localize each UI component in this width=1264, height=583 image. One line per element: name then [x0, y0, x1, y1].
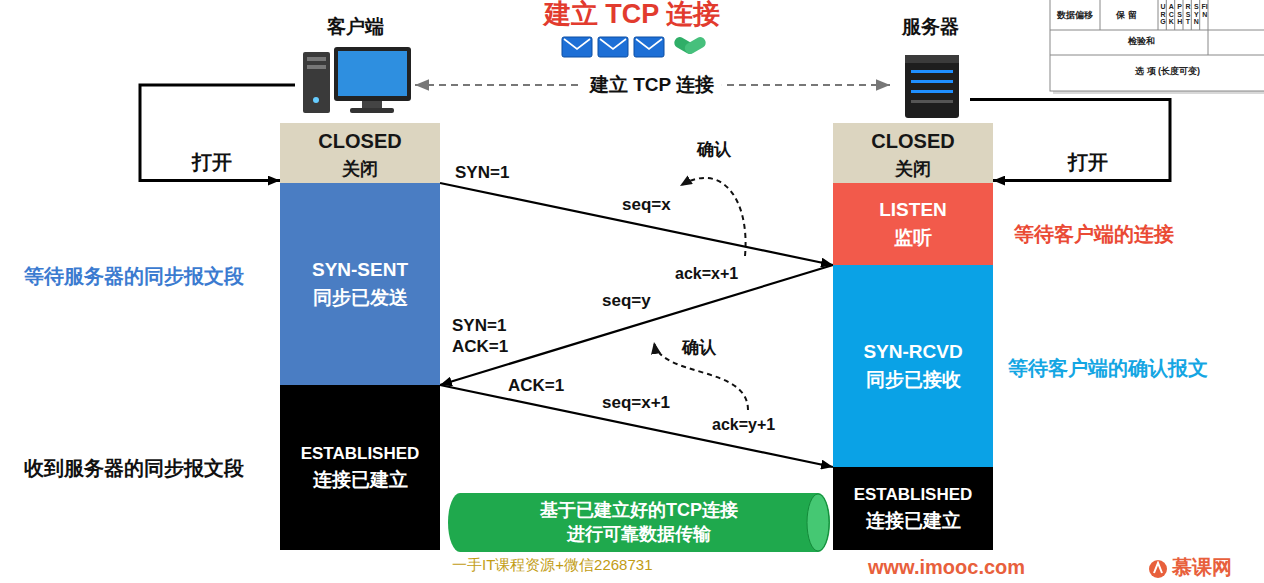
diagram-title: 建立 TCP 连接: [544, 0, 721, 30]
segment-flag: SYN=1: [455, 163, 509, 183]
message-arrow: [440, 385, 833, 467]
message-arrow: [970, 100, 1170, 181]
state-box: LISTEN 监听: [833, 183, 993, 265]
box-heading: ESTABLISHED: [854, 484, 973, 505]
message-arrow: [140, 85, 295, 181]
ack-number: ack=x+1: [675, 264, 738, 283]
server-icon: [905, 55, 959, 118]
header-cell: 数据偏移: [1057, 10, 1093, 21]
state-note: 等待客户端的确认报文: [1008, 356, 1208, 380]
box-subtitle: 连接已建立: [866, 509, 961, 533]
header-cell: 保 留: [1116, 10, 1137, 21]
confirm-note: 确认: [682, 338, 716, 358]
box-subtitle: 关闭: [342, 158, 378, 181]
imooc-logo: [1149, 560, 1167, 578]
ack-number: ack=y+1: [712, 415, 775, 434]
box-subtitle: 关闭: [895, 158, 931, 181]
edge-label: 打开: [1066, 150, 1110, 174]
watermark: 慕课网: [1172, 555, 1232, 579]
header-flag: URG: [1160, 3, 1167, 26]
data-transfer-pipe: 基于已建立好的TCP连接 进行可靠数据传输: [448, 493, 830, 552]
header-flag: RST: [1185, 3, 1192, 26]
client-computer: 客户端: [295, 15, 415, 118]
handshake-icon: [672, 35, 707, 56]
state-note: 等待服务器的同步报文段: [24, 264, 244, 288]
box-heading: CLOSED: [871, 129, 954, 154]
message-arrow: [440, 183, 833, 265]
header-flag: FIN: [1201, 3, 1208, 18]
box-subtitle: 监听: [894, 226, 932, 250]
confirm-note: 确认: [697, 140, 731, 160]
watermark: 一手IT课程资源+微信2268731: [452, 556, 653, 574]
state-box: CLOSED 关闭: [280, 123, 440, 187]
state-note: 收到服务器的同步报文段: [24, 456, 244, 480]
box-heading: SYN-SENT: [312, 258, 408, 282]
box-heading: LISTEN: [879, 198, 947, 222]
box-heading: 基于已建立好的TCP连接 进行可靠数据传输: [540, 499, 738, 546]
segment-flag: SYN=1: [452, 316, 506, 336]
tcp-header-thumbnail: [1050, 0, 1264, 94]
state-box: CLOSED 关闭: [833, 123, 993, 187]
header-flag: ACK: [1168, 3, 1175, 26]
header-flag: PSH: [1176, 3, 1183, 26]
computer-icon: [303, 47, 411, 113]
edge-label: seq=y: [600, 291, 653, 311]
box-heading: ESTABLISHED: [301, 443, 420, 464]
server-machine: 服务器: [890, 15, 970, 118]
pipe-body: [448, 493, 830, 552]
edge-label: seq=x: [620, 195, 673, 215]
header-cell: 选 项 (长度可变): [1135, 66, 1200, 77]
segment-flag: ACK=1: [508, 376, 564, 396]
watermark: www.imooc.com: [868, 555, 1025, 579]
box-heading: CLOSED: [318, 129, 401, 154]
segment-flag: ACK=1: [452, 337, 508, 357]
box-subtitle: 同步已发送: [313, 286, 408, 310]
pipe-end: [807, 494, 829, 551]
box-subtitle: 连接已建立: [313, 468, 408, 492]
state-box: ESTABLISHED 连接已建立: [833, 467, 993, 550]
state-box: ESTABLISHED 连接已建立: [280, 385, 440, 550]
header-flag: SYN: [1193, 3, 1200, 26]
edge-label: seq=x+1: [600, 393, 672, 413]
edge-label: 建立 TCP 连接: [582, 74, 722, 97]
box-subtitle: 同步已接收: [866, 368, 961, 392]
envelope-icons: [562, 37, 664, 57]
state-box: SYN-RCVD 同步已接收: [833, 265, 993, 467]
box-heading: 客户端: [327, 15, 384, 39]
edge-label: 打开: [190, 150, 234, 174]
box-heading: SYN-RCVD: [863, 340, 962, 364]
state-note: 等待客户端的连接: [1014, 222, 1174, 246]
header-cell: 检验和: [1128, 36, 1155, 47]
message-arrow: [440, 265, 833, 385]
box-heading: 服务器: [902, 15, 959, 39]
state-box: SYN-SENT 同步已发送: [280, 183, 440, 385]
